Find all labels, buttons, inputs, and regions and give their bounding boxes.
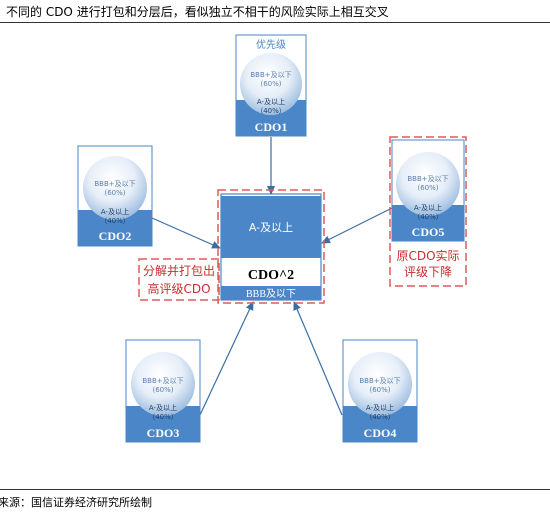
right-annotation-line2: 评级下降	[404, 265, 452, 279]
cdo5-node: BBB+及以下 (60%) A-及以上 （40%） CDO5	[391, 139, 465, 242]
cdo4-lower-text: BBB+及以下	[359, 377, 400, 385]
cdo5-upper-text: A-及以上	[414, 203, 442, 212]
cdo4-lower-pct: (60%)	[369, 386, 390, 394]
arrow-cdo5	[321, 207, 393, 244]
cdo1-lower-pct: (60%)	[260, 80, 281, 88]
cdo5-upper-pct: （40%）	[413, 213, 443, 221]
cdo1-top-label: 优先级	[256, 38, 286, 51]
cdo1-node: 优先级 BBB+及以下 (60%) A-及以上 （40%） CDO1	[235, 34, 307, 137]
cdo3-label: CDO3	[147, 426, 180, 440]
left-annotation-line2: 高评级CDO	[147, 281, 210, 296]
left-annotation-frame	[138, 258, 220, 301]
center-label: CDO^2	[248, 268, 294, 283]
figure-title: 不同的 CDO 进行打包和分层后，看似独立不相干的风险实际上相互交叉	[6, 5, 389, 19]
arrow-cdo3	[199, 301, 254, 416]
cdo4-node: BBB+及以下 (60%) A-及以上 （40%） CDO4	[342, 339, 418, 443]
cdo5-dashed-frame	[389, 136, 467, 287]
cdo4-label: CDO4	[364, 426, 397, 440]
cdo2-upper-text: A-及以上	[101, 207, 129, 216]
center-dashed-frame	[217, 189, 325, 304]
cdo2-upper-pct: （40%）	[100, 217, 130, 225]
cdo5-lower-text: BBB+及以下	[407, 175, 448, 183]
arrow-cdo2	[151, 217, 221, 249]
cdo5-lower-pct: (60%)	[417, 184, 438, 192]
center-lower-label: BBB及以下	[246, 288, 296, 300]
top-rule	[0, 22, 550, 23]
cdo1-lower-text: BBB+及以下	[250, 71, 291, 79]
cdo2-squared-node: A-及以上 CDO^2 BBB及以下	[220, 193, 322, 301]
cdo2-lower-text: BBB+及以下	[94, 180, 135, 188]
cdo5-label: CDO5	[412, 225, 445, 239]
cdo1-upper-pct: （40%）	[256, 107, 286, 115]
cdo4-upper-pct: （40%）	[365, 413, 395, 421]
bottom-rule	[0, 489, 550, 490]
cdo2-node: BBB+及以下 (60%) A-及以上 （40%） CDO2	[77, 145, 153, 247]
cdo2-lower-pct: (60%)	[104, 189, 125, 197]
center-upper-label: A-及以上	[249, 221, 293, 234]
cdo3-lower-pct: (60%)	[152, 386, 173, 394]
cdo2-label: CDO2	[99, 229, 132, 243]
cdo3-node: BBB+及以下 (60%) A-及以上 （40%） CDO3	[125, 339, 201, 443]
cdo3-upper-text: A-及以上	[149, 403, 177, 412]
arrows	[151, 137, 393, 416]
cdo1-upper-text: A-及以上	[257, 97, 285, 106]
left-annotation-line1: 分解并打包出	[143, 264, 215, 278]
right-annotation-line1: 原CDO实际	[396, 248, 459, 263]
cdo3-upper-pct: （40%）	[148, 413, 178, 421]
source-note: 来源：国信证券经济研究所绘制	[0, 496, 152, 509]
cdo3-lower-text: BBB+及以下	[142, 377, 183, 385]
cdo1-label: CDO1	[255, 120, 288, 134]
arrow-cdo4	[293, 301, 343, 416]
cdo4-upper-text: A-及以上	[366, 403, 394, 412]
